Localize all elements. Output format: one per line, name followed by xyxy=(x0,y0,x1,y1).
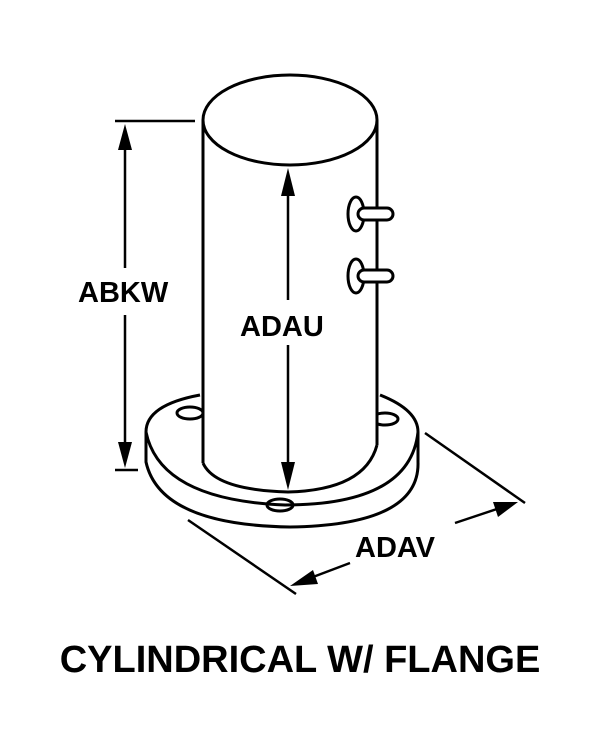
cylinder-top xyxy=(201,73,379,167)
label-adau: ADAU xyxy=(240,311,324,343)
bolt-hole-front xyxy=(265,497,295,513)
label-abkw: ABKW xyxy=(78,277,169,309)
diagram-title: CYLINDRICAL W/ FLANGE xyxy=(60,639,541,681)
cylinder-body xyxy=(201,73,379,494)
label-adav: ADAV xyxy=(355,532,436,564)
dimension-abkw xyxy=(115,119,195,472)
arrowheads xyxy=(118,124,518,586)
bolt-hole-left xyxy=(175,405,205,421)
side-pins xyxy=(346,195,395,295)
